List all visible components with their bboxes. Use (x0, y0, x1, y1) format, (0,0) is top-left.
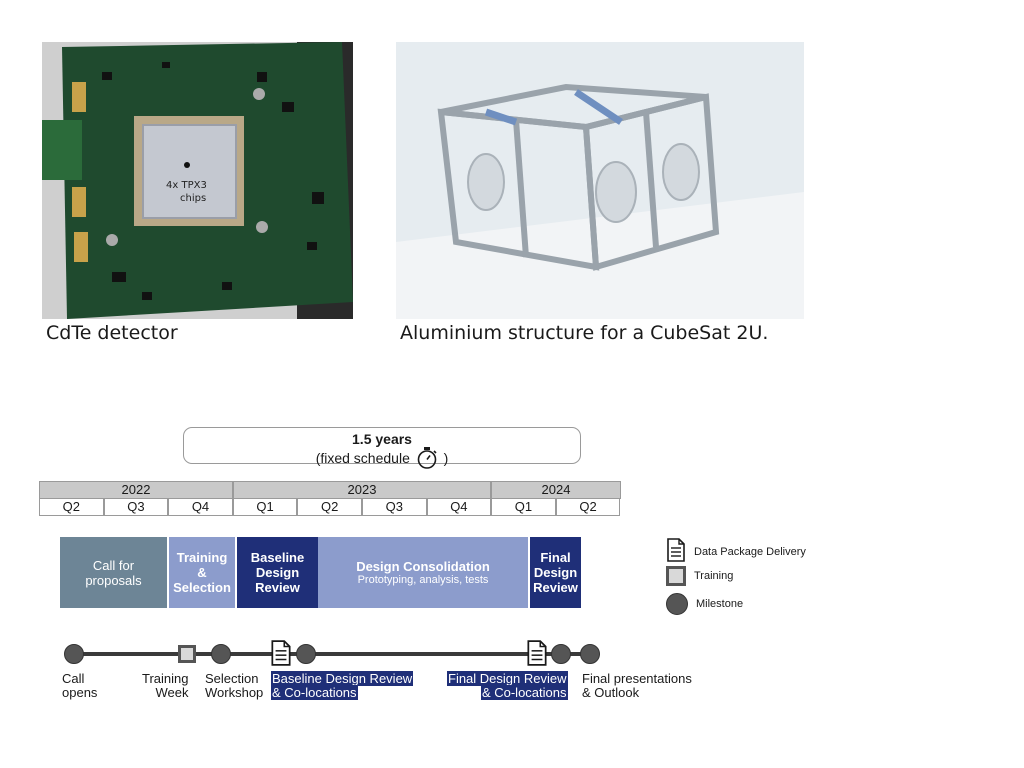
phase-final-line1: Final (540, 550, 571, 565)
milestone-training-week (178, 645, 196, 663)
quarter-cell: Q2 (297, 499, 362, 516)
quarter-cell: Q2 (555, 499, 621, 516)
label-final-design-review: Final Design Review & Co-locations (447, 671, 568, 700)
cdte-detector-photo: 4x TPX3 chips (42, 42, 353, 319)
milestone-dot-icon (666, 593, 688, 615)
quarter-header-row: Q2 Q3 Q4 Q1 Q2 Q3 Q4 Q1 Q2 (39, 499, 621, 516)
year-2024: 2024 (491, 481, 621, 499)
cubesat-structure-photo (396, 42, 804, 319)
stopwatch-icon (416, 447, 438, 472)
right-photo-caption: Aluminium structure for a CubeSat 2U. (400, 322, 769, 344)
phase-baseline-line1: Baseline (250, 550, 305, 565)
milestone-final-design-review (551, 644, 571, 664)
quarter-cell: Q1 (491, 499, 556, 516)
chip-label-line1: 4x TPX3 (166, 180, 207, 191)
quarter-cell: Q4 (426, 499, 492, 516)
duration-subtitle-suffix: ) (443, 450, 449, 467)
legend-training-label: Training (694, 570, 734, 582)
phase-consolidation-title: Design Consolidation (356, 558, 490, 574)
document-icon (666, 538, 686, 565)
milestone-final-presentations (580, 644, 600, 664)
training-square-icon (666, 566, 686, 586)
quarter-cell: Q1 (232, 499, 298, 516)
phase-training-line3: Selection (173, 580, 231, 595)
phase-call-line1: Call for (92, 557, 135, 573)
year-2022: 2022 (39, 481, 233, 499)
phase-training-line2: & (197, 565, 207, 580)
year-2023: 2023 (233, 481, 491, 499)
milestone-timeline-line (74, 652, 591, 656)
duration-title: 1.5 years (352, 431, 412, 447)
milestone-selection-workshop (211, 644, 231, 664)
quarter-cell: Q3 (361, 499, 427, 516)
label-call-opens: Call opens (62, 671, 98, 700)
quarter-cell: Q4 (168, 499, 233, 516)
phase-training-selection: Training & Selection (169, 537, 235, 608)
legend-milestone: Milestone (666, 593, 743, 615)
legend-data-package-label: Data Package Delivery (694, 545, 806, 558)
phase-baseline-design-review: Baseline Design Review (237, 537, 318, 608)
label-selection-workshop: Selection Workshop (205, 671, 264, 700)
document-icon (270, 640, 292, 671)
year-header-row: 2022 2023 2024 (39, 481, 621, 499)
phase-training-line1: Training (176, 550, 228, 565)
milestone-call-opens (64, 644, 84, 664)
quarter-cell: Q2 (39, 499, 104, 516)
phase-baseline-line2: Design (255, 565, 300, 580)
phase-call-for-proposals: Call for proposals (60, 537, 167, 608)
phase-final-design-review: Final Design Review (530, 537, 581, 608)
phase-final-line2: Design (533, 565, 578, 580)
chip-label-line2: chips (180, 193, 206, 204)
duration-subtitle-prefix: (fixed schedule (315, 450, 410, 467)
phase-consolidation-subtitle: Prototyping, analysis, tests (357, 573, 489, 586)
milestone-baseline-design-review (296, 644, 316, 664)
phase-design-consolidation: Design Consolidation Prototyping, analys… (318, 537, 528, 608)
document-icon (526, 640, 548, 671)
duration-box: 1.5 years (fixed schedule ) (183, 427, 581, 469)
label-training-week: Training Week (142, 671, 189, 700)
label-final-presentations: Final presentations & Outlook (582, 671, 692, 700)
phase-final-line3: Review (533, 580, 578, 595)
legend-milestone-label: Milestone (696, 598, 744, 610)
legend-data-package: Data Package Delivery (666, 538, 806, 565)
label-baseline-design-review: Baseline Design Review & Co-locations (271, 671, 414, 700)
phase-call-line2: proposals (85, 572, 142, 588)
phase-baseline-line3: Review (255, 580, 300, 595)
legend-training: Training (666, 566, 733, 586)
quarter-cell: Q3 (103, 499, 169, 516)
left-photo-caption: CdTe detector (46, 322, 178, 344)
